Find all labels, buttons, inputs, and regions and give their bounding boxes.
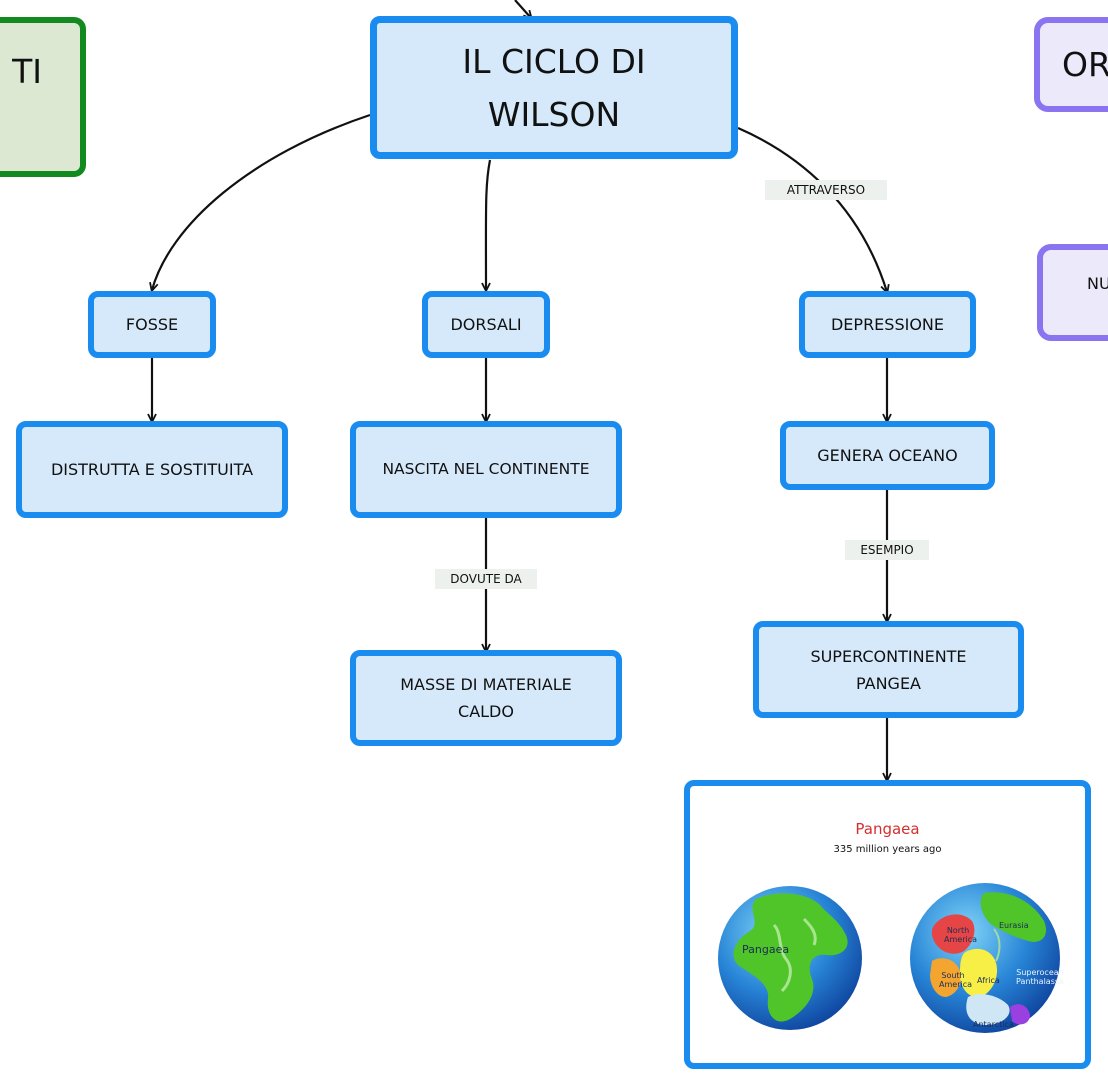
node-left-partial-label: TI: [12, 52, 42, 91]
node-genera[interactable]: GENERA OCEANO: [780, 421, 995, 490]
node-fosse-label: FOSSE: [125, 315, 179, 334]
globe-right-icon: [910, 883, 1060, 1033]
node-nascita[interactable]: NASCITA NEL CONTINENTE: [350, 421, 622, 518]
edge-label-esempio: ESEMPIO: [845, 540, 929, 560]
node-left-partial[interactable]: TI: [0, 17, 86, 177]
edge-label-attraverso: ATTRAVERSO: [765, 180, 887, 200]
label-south-america: South America: [939, 971, 972, 989]
edge-incoming-main: [514, 0, 531, 18]
node-right-partial-2-label: NU: [1087, 274, 1108, 293]
label-africa: Africa: [977, 976, 1000, 985]
globe-left-label: Pangaea: [742, 943, 790, 956]
pangaea-subtitle: 335 million years ago: [833, 844, 942, 855]
label-superocean: Superocean Panthalassa: [1016, 968, 1064, 986]
edge-main-depressione: [737, 126, 887, 292]
node-depressione-label: DEPRESSIONE: [830, 315, 944, 334]
node-distrutta[interactable]: DISTRUTTA E SOSTITUITA: [16, 421, 288, 518]
pangaea-illustration: Pangaea 335 million years ago Pangaea: [690, 786, 1085, 1063]
node-distrutta-label: DISTRUTTA E SOSTITUITA: [50, 460, 254, 479]
edge-label-dovute-da: DOVUTE DA: [435, 569, 537, 589]
node-nascita-label: NASCITA NEL CONTINENTE: [382, 460, 590, 478]
node-supercontinente-label: SUPERCONTINENTE PANGEA: [810, 646, 967, 693]
node-right-partial-2[interactable]: NU: [1037, 244, 1108, 341]
node-genera-label: GENERA OCEANO: [817, 446, 958, 465]
node-pangaea-image[interactable]: Pangaea 335 million years ago Pangaea: [684, 780, 1091, 1069]
node-dorsali-label: DORSALI: [450, 315, 522, 334]
label-north-america: North America: [944, 926, 977, 944]
node-right-partial-label: OR: [1062, 45, 1108, 84]
globe-left-icon: [718, 886, 862, 1030]
label-antarctica: Antarctica: [973, 1020, 1014, 1029]
node-right-partial[interactable]: OR: [1034, 17, 1108, 112]
node-masse[interactable]: MASSE DI MATERIALE CALDO: [350, 650, 622, 746]
label-eurasia: Eurasia: [999, 921, 1029, 930]
pangaea-title: Pangaea: [855, 820, 920, 838]
node-masse-label: MASSE DI MATERIALE CALDO: [400, 675, 572, 721]
node-fosse[interactable]: FOSSE: [88, 291, 216, 358]
edge-main-fosse: [152, 113, 371, 290]
node-depressione[interactable]: DEPRESSIONE: [799, 291, 976, 358]
edge-main-dorsali: [486, 159, 492, 290]
node-dorsali[interactable]: DORSALI: [422, 291, 550, 358]
node-main-title[interactable]: IL CICLO DI WILSON: [370, 16, 738, 159]
node-supercontinente[interactable]: SUPERCONTINENTE PANGEA: [753, 621, 1024, 718]
node-main-title-label: IL CICLO DI WILSON: [462, 41, 646, 134]
